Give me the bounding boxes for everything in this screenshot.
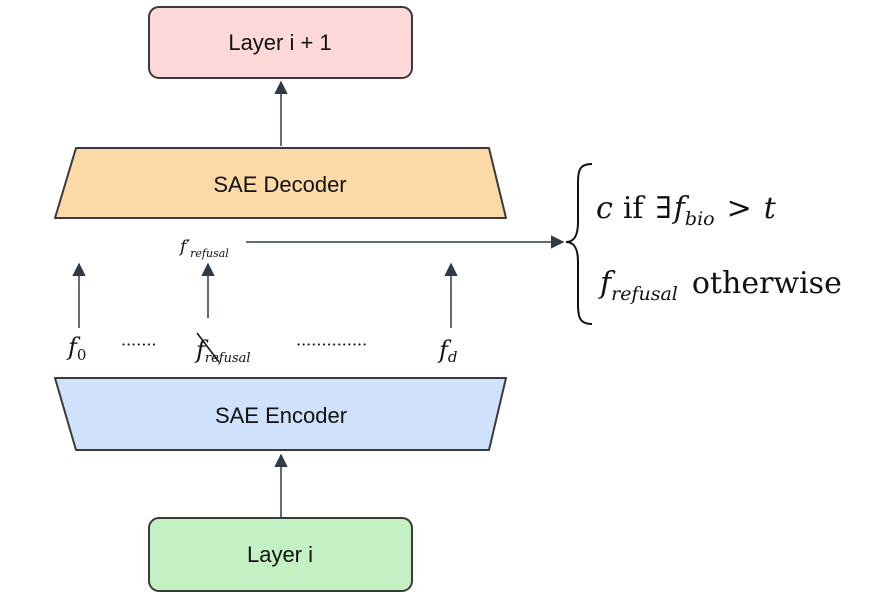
layer-in-label: Layer i <box>247 542 313 567</box>
dots-right: ·············· <box>296 335 367 354</box>
decoder-label: SAE Decoder <box>213 172 346 197</box>
layer-next-label: Layer i + 1 <box>228 30 331 55</box>
feature-fd: fd <box>437 336 458 366</box>
feature-f0: f0 <box>66 333 86 364</box>
cross-out-line <box>196 332 220 363</box>
feature-refusal-crossed: frefusal <box>194 332 251 366</box>
cases-brace <box>565 163 593 325</box>
modified-feature-label: f′refusal <box>178 237 229 260</box>
decoder-trapezoid <box>54 147 507 219</box>
layer-next-box <box>148 6 413 79</box>
layer-in-box <box>148 517 413 592</box>
encoder-trapezoid <box>54 377 507 451</box>
dots-left: ······· <box>121 335 157 354</box>
encoder-label: SAE Encoder <box>215 403 347 428</box>
